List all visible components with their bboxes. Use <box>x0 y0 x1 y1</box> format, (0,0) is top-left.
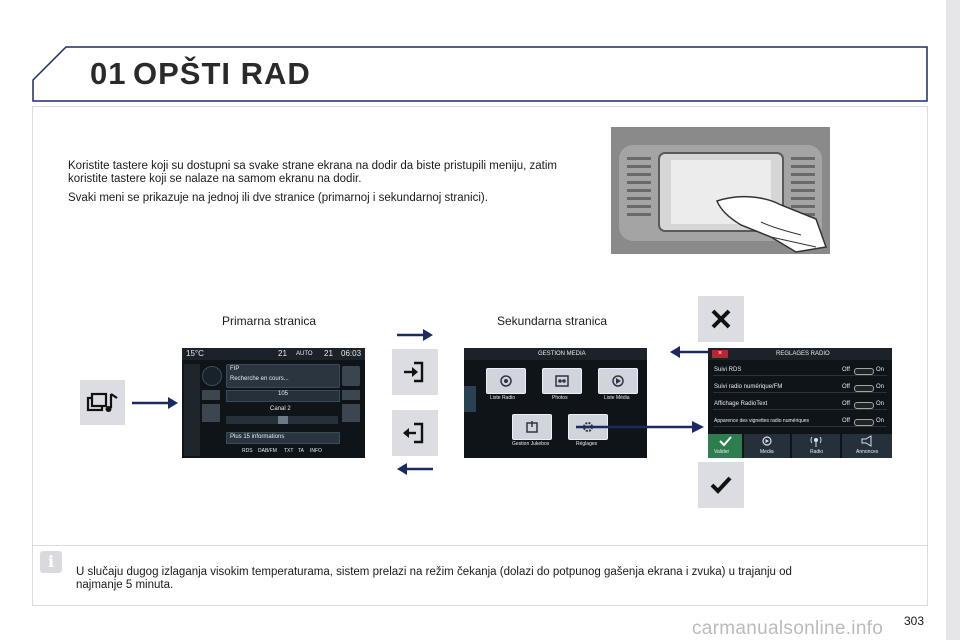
announcements-tab[interactable]: Annonces <box>842 434 892 458</box>
tile-media-list[interactable] <box>598 368 638 394</box>
toggle-radiotext[interactable] <box>854 402 874 409</box>
setting-on-label: On <box>876 418 885 424</box>
tab-label-media: Media <box>760 449 774 455</box>
chapter-header: 01 OPŠTI RAD <box>32 46 928 102</box>
toggle-dab-fm[interactable] <box>854 385 874 392</box>
validate-tab[interactable]: Valider <box>708 434 742 458</box>
section-divider <box>32 545 928 546</box>
setting-row-dab-fm: Suivi radio numérique/FM <box>714 384 783 390</box>
clock: 06:03 <box>341 349 362 358</box>
bottom-bar-ta: TA <box>298 448 305 454</box>
chapter-number: 01 <box>90 56 127 91</box>
setting-row-vignettes: Apparence des vignettes radio numériques <box>714 418 810 424</box>
page-title: OPŠTI RAD <box>133 56 311 91</box>
setting-on-label: On <box>876 384 885 390</box>
intro-paragraph-1: Koristite tastere koji su dostupni sa sv… <box>68 160 557 185</box>
media-tab[interactable]: Media <box>744 434 790 458</box>
tile-photos[interactable] <box>542 368 582 394</box>
setting-row-radiotext: Affichage RadioText <box>714 401 768 407</box>
right-page-rail <box>946 0 960 640</box>
secondary-page-button[interactable] <box>392 349 438 395</box>
settings-screen-title: REGLAGES RADIO <box>776 351 830 357</box>
setting-off-label: Off <box>842 418 850 424</box>
confirm-button[interactable] <box>698 462 744 508</box>
station-name: FIP <box>230 366 240 372</box>
info-icon: i <box>40 551 62 573</box>
tile-label-settings: Réglages <box>576 441 598 447</box>
tile-label-media-list: Liste Média <box>604 395 630 401</box>
primary-page-button[interactable] <box>392 410 438 456</box>
search-status: Recherche en cours... <box>230 376 289 382</box>
exit-page-icon <box>403 422 424 444</box>
more-info: Plus 15 informations <box>230 434 285 440</box>
page-number: 303 <box>904 614 925 628</box>
media-screen-title: GESTION MEDIA <box>538 351 586 357</box>
media-tab-icon <box>762 436 772 446</box>
setting-off-label: Off <box>842 384 850 390</box>
setting-on-label: On <box>876 367 885 373</box>
bottom-bar-info: INFO <box>310 448 322 454</box>
checkmark-icon <box>719 436 732 447</box>
watermark: carmanualsonline.info <box>692 618 884 639</box>
radio-primary-screen: 15°C 21 AUTO 21 06:03 FIP Recherche en c… <box>182 348 365 458</box>
enter-page-icon <box>404 361 424 383</box>
tab-label-validate: Valider <box>714 449 730 455</box>
media-key-button[interactable] <box>80 380 125 425</box>
bottom-bar-rds: RDS <box>242 448 253 454</box>
secondary-page-label: Sekundarna stranica <box>497 314 608 328</box>
toggle-rds[interactable] <box>854 368 874 375</box>
setting-off-label: Off <box>842 367 850 373</box>
frequency-value: 105 <box>278 391 289 397</box>
arrow-close <box>670 346 710 358</box>
tab-label-announcements: Annonces <box>856 449 879 455</box>
temp-right: 21 <box>324 349 333 358</box>
radio-tab[interactable]: Radio <box>792 434 840 458</box>
temp-left: 21 <box>278 349 287 358</box>
tile-label-jukebox: Gestion Jukebox <box>512 441 550 447</box>
setting-row-rds: Suivi RDS <box>714 367 742 373</box>
bottom-bar-txt: TXT <box>284 448 294 454</box>
bottom-bar-dab: DAB/FM <box>258 448 277 454</box>
arrow-next <box>397 329 433 341</box>
close-x-icon[interactable]: × <box>712 350 728 358</box>
radio-settings-screen: × REGLAGES RADIO Suivi RDS Off On Suivi … <box>708 348 892 458</box>
intro-text: Koristite tastere koji su dostupni sa sv… <box>68 160 598 211</box>
tile-jukebox[interactable] <box>512 414 552 440</box>
checkmark-icon <box>710 476 732 494</box>
media-secondary-screen: GESTION MEDIA Liste Radio Photos Liste M… <box>464 348 647 458</box>
header-frame <box>32 46 928 102</box>
setting-off-label: Off <box>842 401 850 407</box>
close-icon <box>711 309 731 329</box>
climate-auto: AUTO <box>296 351 313 357</box>
outside-temperature: 15°C <box>186 349 204 358</box>
toggle-vignettes[interactable] <box>854 419 874 426</box>
info-note: U slučaju dugog izlaganja visokim temper… <box>76 566 792 591</box>
dashboard-touchscreen-photo <box>611 127 830 254</box>
channel-label: Canal 2 <box>270 406 291 412</box>
setting-on-label: On <box>876 401 885 407</box>
announcements-tab-icon <box>861 435 872 447</box>
tile-label-radio-list: Liste Radio <box>490 395 516 401</box>
media-music-icon <box>86 392 118 412</box>
tile-radio-list[interactable] <box>486 368 526 394</box>
content-frame <box>32 106 928 606</box>
primary-page-label: Primarna stranica <box>222 314 317 328</box>
tile-label-photos: Photos <box>552 395 568 401</box>
tab-label-radio: Radio <box>810 449 824 455</box>
close-button[interactable] <box>698 296 744 342</box>
arrow-to-primary <box>132 397 178 409</box>
intro-paragraph-2: Svaki meni se prikazuje na jednoj ili dv… <box>68 192 488 204</box>
arrow-to-settings <box>576 421 704 433</box>
arrow-back <box>397 463 433 475</box>
radio-tab-icon <box>810 436 822 447</box>
